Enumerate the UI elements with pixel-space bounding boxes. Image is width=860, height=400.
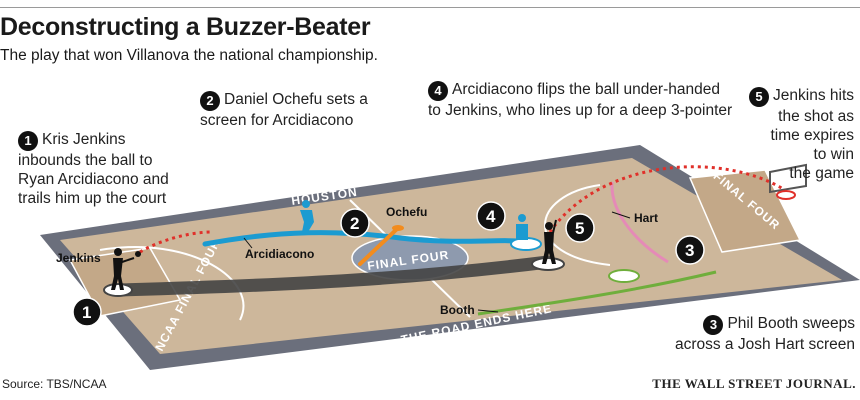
step-1-number: 1 xyxy=(18,131,38,151)
source-note: Source: TBS/NCAA xyxy=(2,377,107,391)
booth-marker xyxy=(608,269,640,283)
publisher-credit: THE WALL STREET JOURNAL. xyxy=(652,376,856,391)
step-3-number: 3 xyxy=(703,315,724,335)
booth-path xyxy=(477,270,717,316)
svg-text:5: 5 xyxy=(575,219,584,238)
label-arcidiacono-leader xyxy=(243,237,253,249)
label-booth-leader xyxy=(477,309,499,313)
jenkins-figure xyxy=(111,248,141,290)
badge-1: 1 xyxy=(72,297,102,327)
svg-text:1: 1 xyxy=(82,303,91,322)
badge-4: 4 xyxy=(476,201,506,231)
arcidiacono-figure xyxy=(300,200,314,232)
left-paint xyxy=(68,247,182,317)
hoop xyxy=(776,190,796,200)
arcidiacono-path xyxy=(202,230,531,247)
arcidiacono-handoff-figure xyxy=(516,214,528,240)
svg-text:3: 3 xyxy=(685,241,694,260)
jenkins-path xyxy=(111,255,555,297)
badge-5: 5 xyxy=(565,213,595,243)
page-title: Deconstructing a Buzzer-Beater xyxy=(0,13,371,41)
top-rule xyxy=(0,7,860,8)
ochefu-figure xyxy=(392,225,404,231)
badge-3: 3 xyxy=(675,235,705,265)
jenkins-shooter-figure xyxy=(542,219,557,264)
badge-2: 2 xyxy=(340,208,370,238)
svg-text:4: 4 xyxy=(486,207,496,226)
step-2-number: 2 xyxy=(200,91,220,111)
jenkins-shot-marker xyxy=(531,257,565,271)
backboard xyxy=(769,163,807,194)
ochefu-path xyxy=(358,226,400,266)
hart-path xyxy=(610,181,669,264)
label-ochefu: Ochefu xyxy=(386,205,427,219)
jenkins-start-marker xyxy=(103,283,133,297)
step-5-number: 5 xyxy=(749,87,770,107)
left-three-arc xyxy=(99,246,245,321)
svg-text:2: 2 xyxy=(350,214,359,233)
step-4-number: 4 xyxy=(428,81,448,101)
label-jenkins: Jenkins xyxy=(56,251,101,265)
label-booth: Booth xyxy=(440,303,475,317)
label-hart-leader xyxy=(611,211,631,219)
label-arcidiacono: Arcidiacono xyxy=(245,247,314,261)
label-hart: Hart xyxy=(634,211,658,225)
page-subtitle: The play that won Villanova the national… xyxy=(0,47,378,64)
